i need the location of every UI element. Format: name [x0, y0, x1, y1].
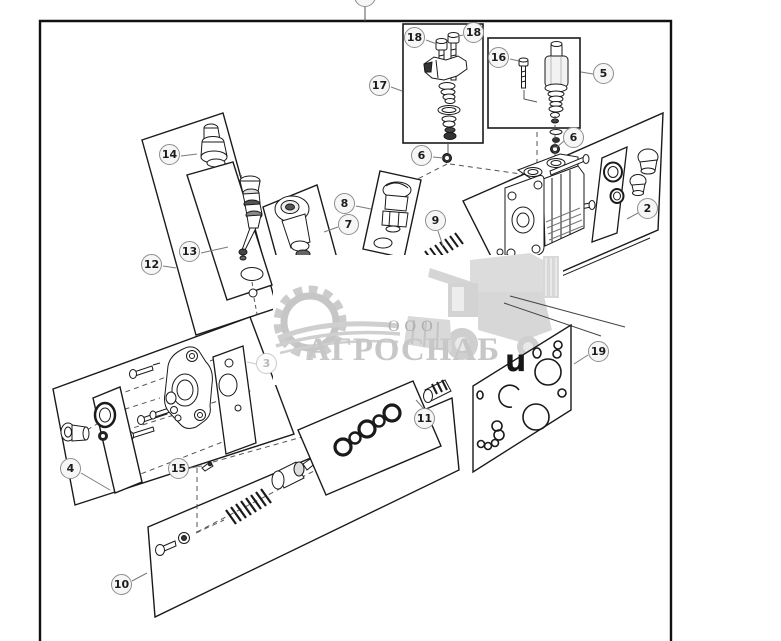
- panel-2: [462, 111, 664, 301]
- callout-3: 3: [256, 353, 277, 374]
- corner-leader-lines: [503, 295, 626, 337]
- callout-12: 12: [141, 254, 162, 275]
- callout-16: 16: [488, 47, 509, 68]
- callout-2: 2: [637, 198, 658, 219]
- valve-cartridge-13: [238, 175, 263, 261]
- panel-4: [92, 386, 143, 494]
- o-rings-11: [333, 403, 402, 457]
- callout-6-right: 6: [563, 127, 584, 148]
- small-ring-under-12: [248, 288, 258, 298]
- valve-body-block: [542, 165, 585, 247]
- panel-2-seals: [591, 145, 628, 243]
- threaded-fitting-11: [423, 379, 452, 403]
- swoosh-lines: [275, 321, 401, 355]
- relief-valve-8: [373, 181, 412, 249]
- callout-17: 17: [369, 75, 390, 96]
- callout-7: 7: [338, 214, 359, 235]
- callout-5: 5: [593, 63, 614, 84]
- cap-14: [200, 123, 228, 168]
- callout-4: 4: [60, 458, 81, 479]
- callout-1-partial: [354, 0, 376, 21]
- solenoid-valve-5: [544, 41, 569, 124]
- callout-11: 11: [414, 408, 435, 429]
- plug-bolt-4: [60, 422, 90, 442]
- fitting-15: [201, 461, 214, 472]
- combine-harvester-logo: [404, 253, 559, 360]
- o-ring-under-13: [240, 267, 264, 281]
- callout-14: 14: [159, 144, 180, 165]
- watermark-company-name: АГРОСНАБ: [306, 332, 501, 368]
- callout-19: 19: [588, 341, 609, 362]
- panel-19: [472, 323, 572, 474]
- callout-18-right: 18: [463, 22, 484, 43]
- callout-6-left: 6: [411, 145, 432, 166]
- spool-valve: [271, 454, 322, 490]
- callout-13: 13: [179, 241, 200, 262]
- callout-15: 15: [168, 458, 189, 479]
- drawing-frame: [38, 19, 673, 641]
- watermark-partial-letter: u: [505, 344, 527, 379]
- nut-6-right: [549, 129, 563, 154]
- callout-10: 10: [111, 574, 132, 595]
- panel-13: [186, 161, 273, 301]
- pilot-valve-17: [423, 55, 468, 140]
- callout-9: 9: [425, 210, 446, 231]
- watermark-box: [273, 253, 563, 385]
- callout-18-left: 18: [404, 27, 425, 48]
- spring-10: [225, 488, 272, 525]
- plug-large: [637, 148, 659, 175]
- plug-small: [629, 174, 647, 196]
- callout-leaders: [80, 34, 639, 582]
- nut-6-left: [442, 143, 452, 163]
- watermark-org-type: ООО: [388, 318, 438, 335]
- pump-cover-3: [164, 346, 213, 429]
- panel-8: [362, 170, 422, 259]
- bolt-and-washer-10: [155, 532, 190, 556]
- panel-12: [141, 112, 278, 336]
- panel-3-gasket: [212, 345, 257, 455]
- bolt-16: [518, 57, 538, 103]
- gasket-holes-19: [476, 340, 567, 451]
- panel-11: [297, 379, 452, 496]
- callout-8: 8: [334, 193, 355, 214]
